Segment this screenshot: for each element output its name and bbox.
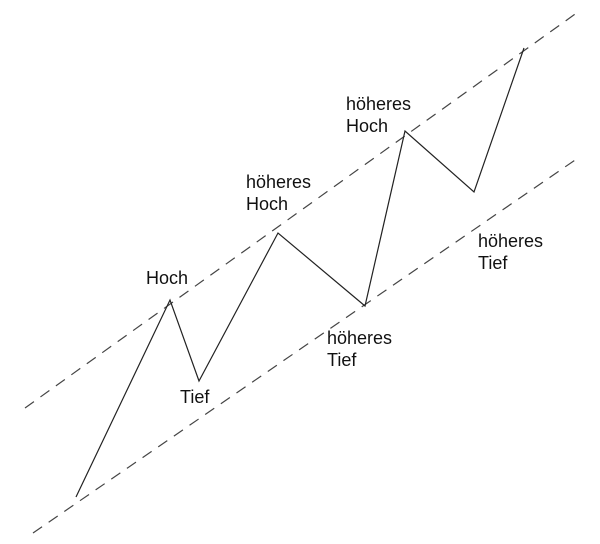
label-hoeheres-tief-1: höheres Tief (327, 327, 392, 371)
label-hoeheres-hoch-2-line1: höheres (346, 94, 412, 114)
label-hoeheres-tief-2: höheres Tief (478, 230, 543, 274)
label-hoeheres-hoch-2-line2: Hoch (346, 116, 389, 136)
price-zigzag-line (75, 47, 525, 498)
label-hoeheres-tief-2-line2: Tief (478, 253, 508, 273)
label-hoeheres-hoch-1: höheres Hoch (246, 171, 311, 215)
label-tief-text: Tief (180, 387, 210, 407)
label-hoch: Hoch (146, 267, 188, 289)
label-hoeheres-tief-2-line1: höheres (478, 231, 544, 251)
lower-channel-line (32, 157, 579, 534)
label-hoeheres-hoch-1-line2: Hoch (246, 194, 289, 214)
label-hoeheres-hoch-1-line1: höheres (246, 172, 312, 192)
label-hoeheres-tief-1-line1: höheres (327, 328, 393, 348)
label-hoeheres-tief-1-line2: Tief (327, 350, 357, 370)
label-tief: Tief (180, 386, 209, 408)
label-hoch-text: Hoch (146, 268, 189, 288)
label-hoeheres-hoch-2: höheres Hoch (346, 93, 411, 137)
